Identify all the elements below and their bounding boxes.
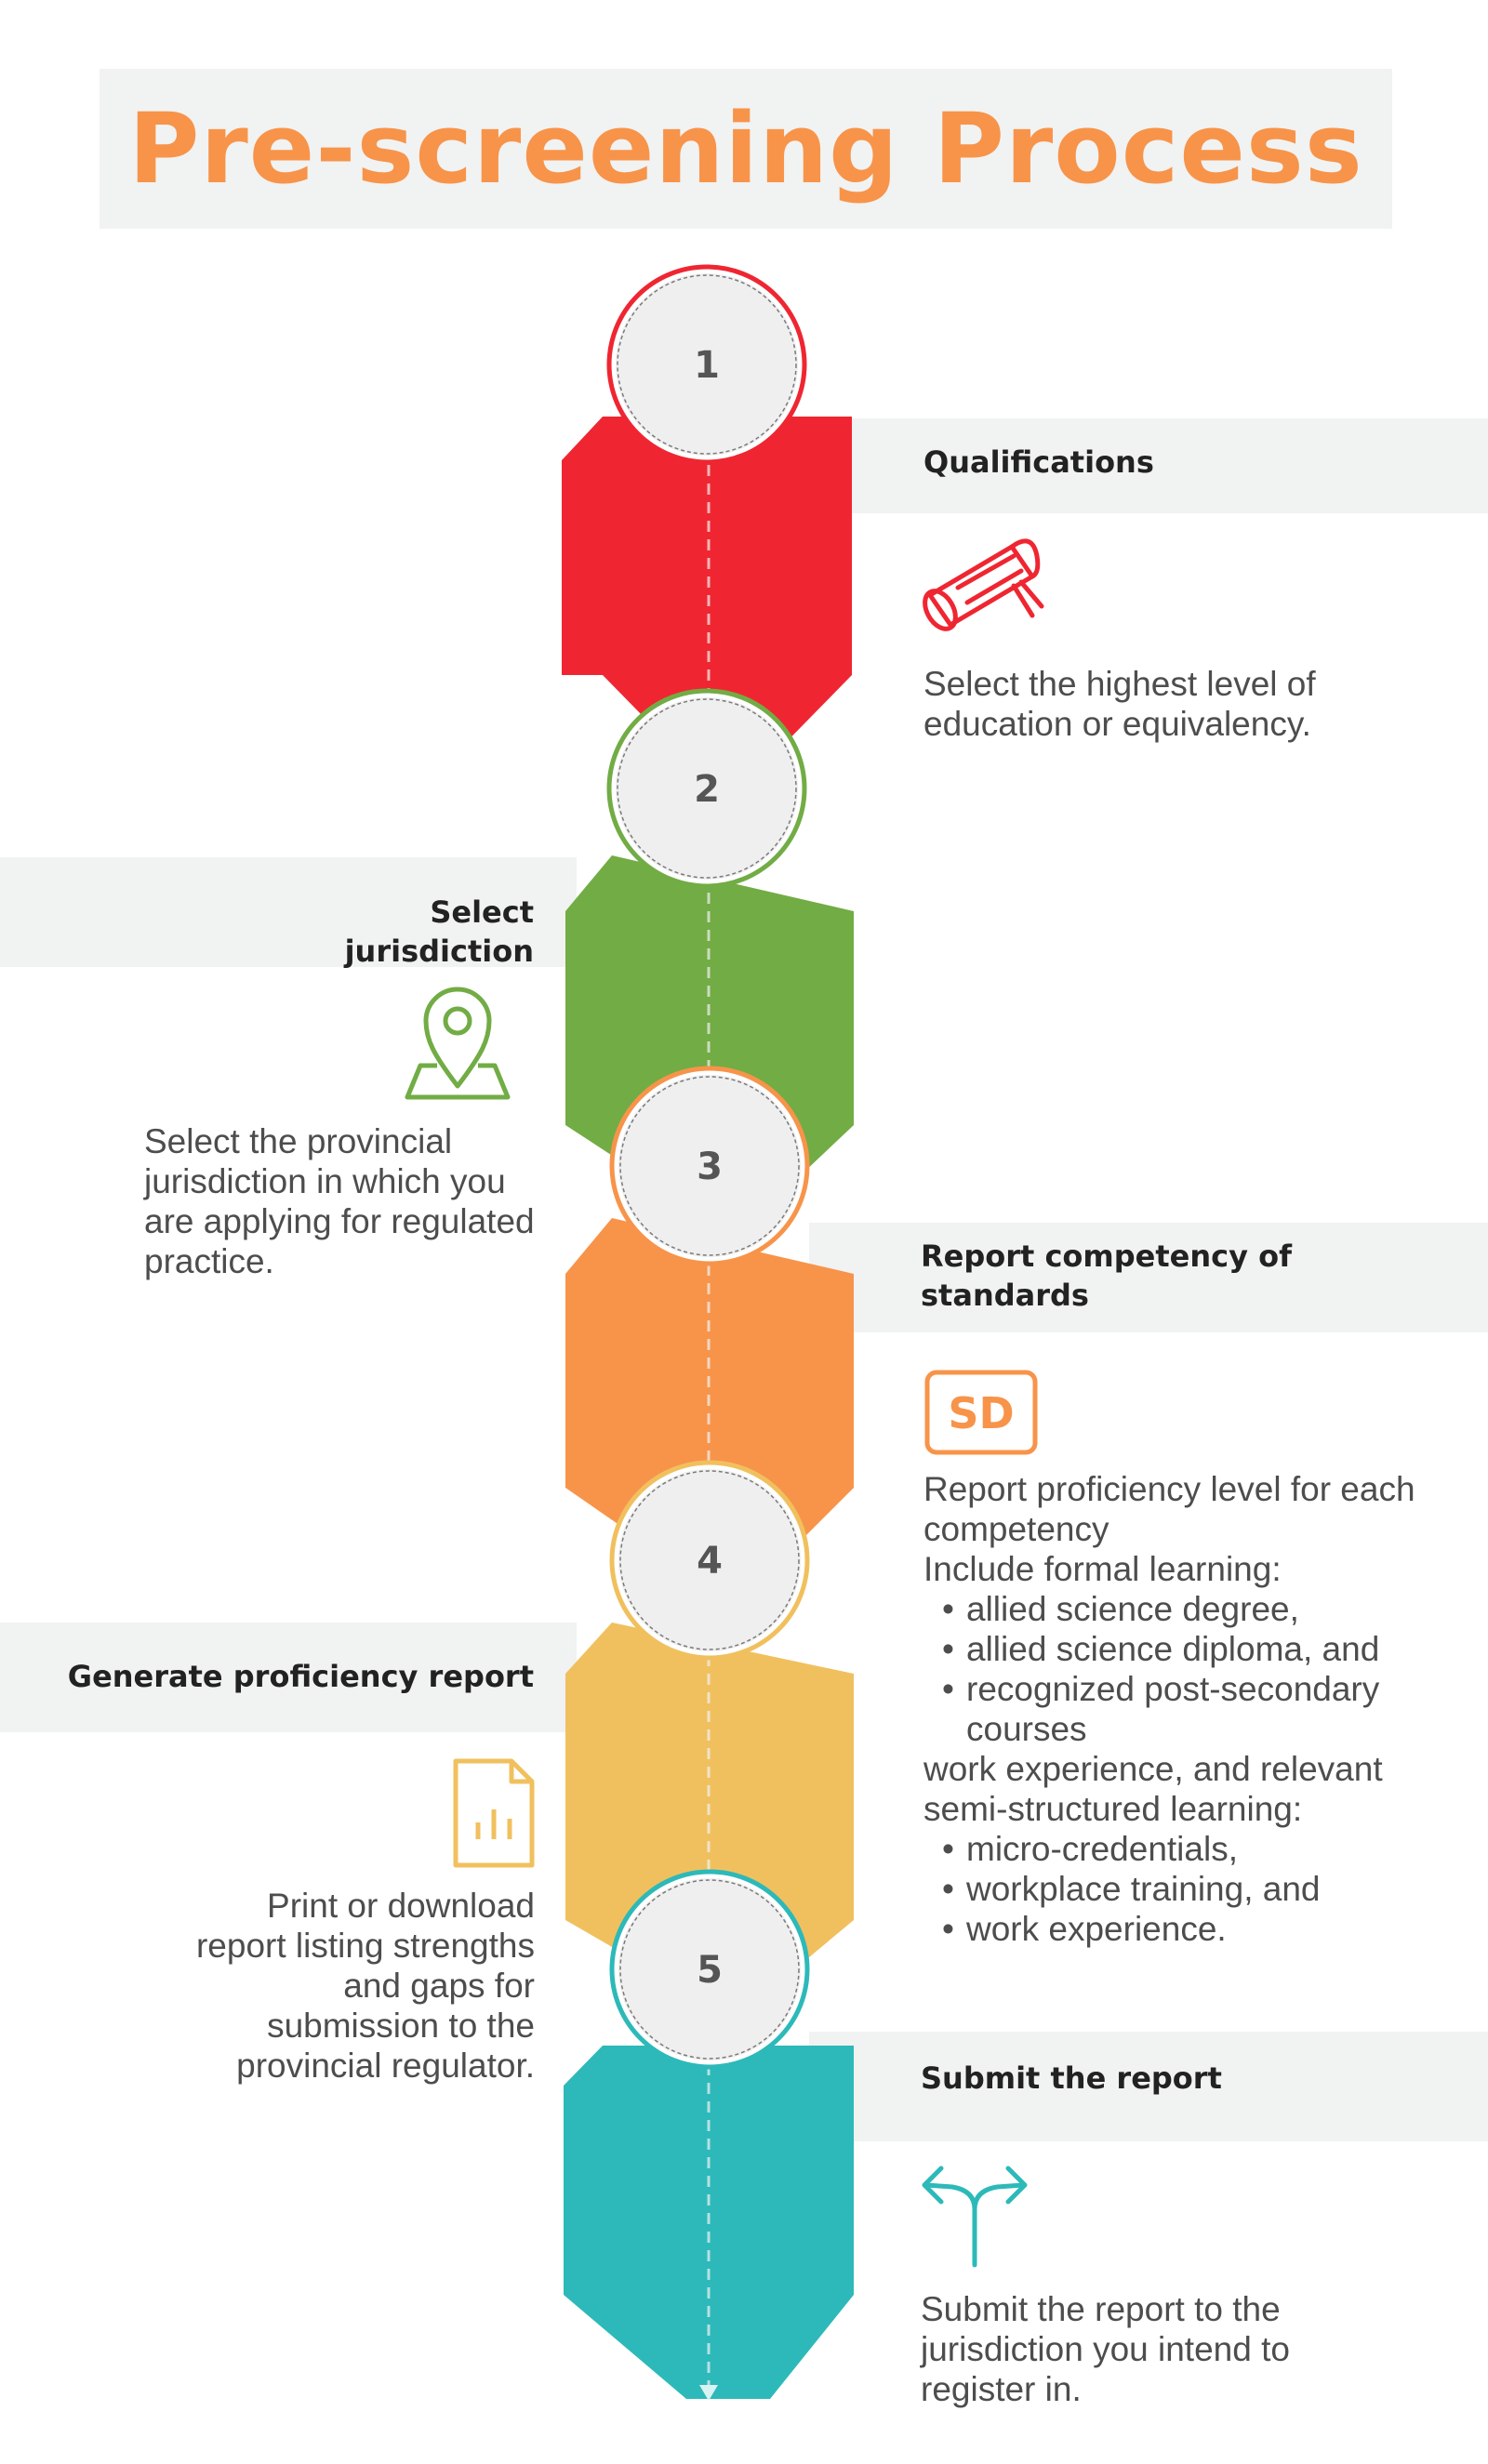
list-item: micro-credentials, [923, 1829, 1463, 1869]
step-5-title: Submit the report [921, 2060, 1222, 2096]
formal-learning-list: allied science degree, allied science di… [923, 1589, 1463, 1749]
list-item: recognized post-secondary courses [923, 1669, 1463, 1749]
step-3-middle-text: work experience, and relevant semi-struc… [923, 1750, 1383, 1828]
center-arrow-tip [699, 2385, 718, 2401]
svg-text:SD: SD [948, 1388, 1014, 1438]
step-1-hexagon [562, 417, 852, 762]
step-2-description: Select the provincial jurisdiction in wh… [144, 1122, 535, 1280]
split-arrow-icon [922, 2166, 1028, 2268]
step-3-line-1: Report proficiency level for each compet… [923, 1470, 1415, 1548]
step-4-number: 4 [697, 1540, 723, 1583]
step-4-band [0, 1623, 577, 1732]
step-3-line-2: Include formal learning: [923, 1550, 1282, 1588]
map-pin-icon [405, 987, 511, 1100]
step-2-number: 2 [694, 768, 720, 811]
step-4-description: Print or download report listing strengt… [195, 1887, 535, 2085]
step-2-band [0, 857, 577, 967]
list-item: workplace training, and [923, 1869, 1463, 1909]
step-2-circle [606, 688, 807, 889]
document-chart-icon [453, 1758, 535, 1868]
sd-badge-icon: SD [924, 1370, 1038, 1455]
step-3-title: Report competency of standards [921, 1239, 1293, 1313]
step-1-band [809, 418, 1488, 513]
step-1-description: Select the highest level of education or… [923, 665, 1316, 743]
step-3-circle [609, 1066, 810, 1266]
page-title: Pre-screening Process [128, 92, 1363, 205]
step-5-number: 5 [697, 1949, 723, 1992]
step-5-circle [609, 1869, 810, 2070]
step-1-title: Qualifications [923, 444, 1154, 480]
list-item: work experience. [923, 1909, 1463, 1949]
diploma-scroll-icon [923, 538, 1044, 631]
step-4-title: Generate proficiency report [67, 1659, 534, 1694]
list-item: allied science degree, [923, 1589, 1463, 1629]
step-4-circle [609, 1460, 810, 1661]
step-3-band [809, 1223, 1488, 1332]
step-1-number: 1 [694, 344, 720, 387]
title-background [100, 69, 1392, 229]
list-item: allied science diploma, and [923, 1629, 1463, 1669]
semi-structured-list: micro-credentials, workplace training, a… [923, 1829, 1463, 1949]
step-2-title: Select jurisdiction [344, 894, 534, 969]
step-1-circle [606, 264, 807, 465]
step-3-description: Report proficiency level for each compet… [923, 1469, 1463, 1949]
step-3-number: 3 [697, 1146, 723, 1188]
step-5-description: Submit the report to the jurisdiction yo… [921, 2290, 1290, 2408]
step-5-band [809, 2032, 1488, 2141]
